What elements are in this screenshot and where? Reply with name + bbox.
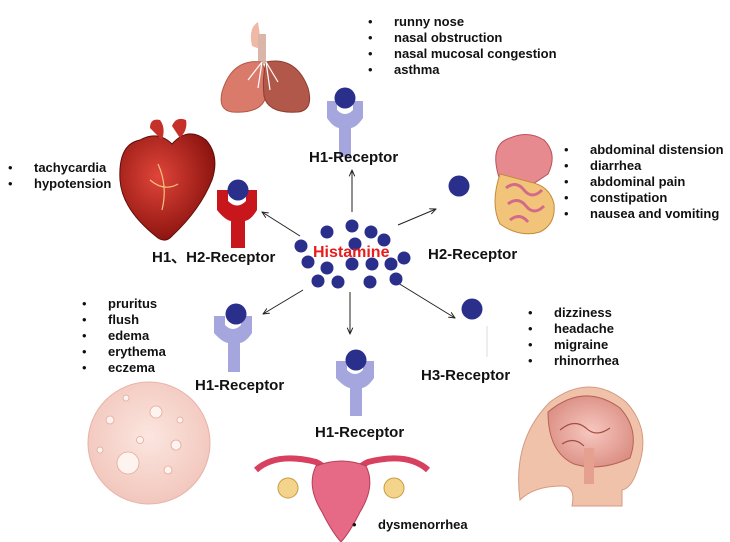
symptom-item: edema <box>82 328 166 344</box>
symptom-item: headache <box>528 321 619 337</box>
lungs-icon <box>220 22 311 113</box>
symptom-item: migraine <box>528 337 619 353</box>
histamine-ligand-lower-right <box>461 298 483 320</box>
arrow-lower-right <box>397 282 455 318</box>
symptom-item: diarrhea <box>564 158 724 174</box>
receptor-bottom <box>336 349 374 416</box>
symptom-item: flush <box>82 312 166 328</box>
histamine-ligand <box>334 87 356 109</box>
receptor-label-left: H1、H2-Receptor <box>152 249 276 266</box>
arrow-lower-left <box>263 289 304 314</box>
respiratory-symptom-list: runny nose nasal obstruction nasal mucos… <box>368 14 557 78</box>
symptom-item: abdominal pain <box>564 174 724 190</box>
histamine-ligand <box>345 349 367 371</box>
symptom-item: nasal mucosal congestion <box>368 46 557 62</box>
receptor-label-lower-right: H3-Receptor <box>421 367 511 384</box>
heart-icon <box>119 118 216 241</box>
symptom-item: abdominal distension <box>564 142 724 158</box>
symptom-item: nasal obstruction <box>368 30 557 46</box>
receptor-label-bottom: H1-Receptor <box>315 424 405 441</box>
histamine-cluster <box>294 219 411 289</box>
histamine-ligand <box>227 179 249 201</box>
histamine-ligand <box>225 303 247 325</box>
receptor-label-right: H2-Receptor <box>428 246 518 263</box>
symptom-item: constipation <box>564 190 724 206</box>
receptor-top <box>327 87 363 157</box>
reproductive-symptom-list: dysmenorrhea <box>352 517 468 533</box>
symptom-item: runny nose <box>368 14 557 30</box>
uterus-icon <box>253 455 431 542</box>
center-label: Histamine <box>313 244 390 261</box>
symptom-item: pruritus <box>82 296 166 312</box>
symptom-item: tachycardia <box>8 160 111 176</box>
receptor-lower-left <box>214 303 252 372</box>
arrow-left <box>262 212 301 237</box>
symptom-item: rhinorrhea <box>528 353 619 369</box>
symptom-item: erythema <box>82 344 166 360</box>
arrows <box>262 170 455 334</box>
symptom-item: dizziness <box>528 305 619 321</box>
digestive-symptom-list: abdominal distension diarrhea abdominal … <box>564 142 724 222</box>
receptor-label-top: H1-Receptor <box>309 149 399 166</box>
neurological-symptom-list: dizziness headache migraine rhinorrhea <box>528 305 619 369</box>
symptom-item: eczema <box>82 360 166 376</box>
receptor-left <box>217 179 257 248</box>
receptor-label-lower-left: H1-Receptor <box>195 377 285 394</box>
symptom-item: hypotension <box>8 176 111 192</box>
arrow-right <box>397 209 436 226</box>
histamine-ligand-right <box>448 175 470 197</box>
cardiovascular-symptom-list: tachycardia hypotension <box>8 160 111 192</box>
skin-icon <box>87 381 211 505</box>
skin-symptom-list: pruritus flush edema erythema eczema <box>82 296 166 376</box>
digestive-system-icon <box>494 134 555 235</box>
symptom-item: asthma <box>368 62 557 78</box>
symptom-item: dysmenorrhea <box>352 517 468 533</box>
brain-icon <box>518 386 644 507</box>
symptom-item: nausea and vomiting <box>564 206 724 222</box>
